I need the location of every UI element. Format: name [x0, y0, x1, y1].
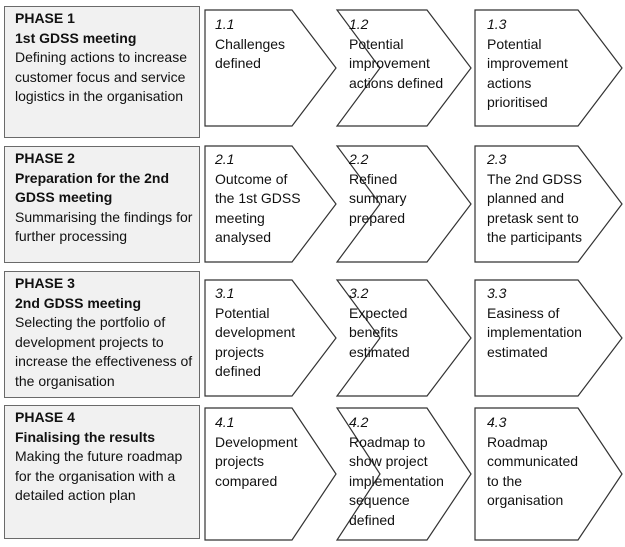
- step-label: Roadmap communicated to the organisation: [487, 433, 579, 509]
- phase-title: PHASE 2: [15, 150, 75, 166]
- step-number: 1.1: [215, 16, 235, 32]
- step-4-3: 4.3 Roadmap communicated to the organisa…: [487, 413, 582, 511]
- phase-subtitle: Preparation for the 2nd GDSS meeting: [15, 169, 170, 206]
- phase-description: Selecting the portfolio of development p…: [15, 314, 193, 389]
- phase-subtitle: 1st GDSS meeting: [15, 29, 137, 46]
- step-2-2: 2.2 Refined summary prepared: [349, 150, 431, 228]
- step-arrow-2-3: [474, 145, 623, 263]
- step-2-3: 2.3 The 2nd GDSS planned and pretask sen…: [487, 150, 589, 248]
- step-1-3: 1.3 Potential improvement actions priori…: [487, 15, 587, 113]
- step-arrow-1-3: [474, 9, 623, 127]
- step-arrow-2-1: [204, 145, 337, 263]
- phase-description: Defining actions to increase customer fo…: [15, 49, 187, 104]
- step-label: Easiness of implementation estimated: [487, 304, 582, 360]
- phase-title: PHASE 3: [15, 275, 75, 291]
- step-number: 4.3: [487, 414, 507, 430]
- step-3-3: 3.3 Easiness of implementation estimated: [487, 284, 592, 362]
- step-label: Outcome of the 1st GDSS meeting analysed: [215, 170, 301, 246]
- step-3-1: 3.1 Potential development projects defin…: [215, 284, 310, 382]
- phase-title: PHASE 1: [15, 10, 75, 26]
- step-1-1: 1.1 Challenges defined: [215, 15, 310, 74]
- step-number: 1.2: [349, 16, 369, 32]
- phase-subtitle: Finalising the results: [15, 428, 156, 445]
- phase-box-4: PHASE 4 Finalising the results Making th…: [4, 405, 200, 539]
- step-label: Roadmap to show project implementation s…: [349, 433, 444, 528]
- step-number: 3.2: [349, 285, 369, 301]
- phase-box-3: PHASE 3 2nd GDSS meeting Selecting the p…: [4, 271, 200, 398]
- step-number: 2.2: [349, 151, 369, 167]
- step-1-2: 1.2 Potential improvement actions define…: [349, 15, 449, 93]
- step-number: 1.3: [487, 16, 507, 32]
- step-number: 3.1: [215, 285, 235, 301]
- phase-description: Summarising the findings for further pro…: [15, 208, 193, 245]
- step-2-1: 2.1 Outcome of the 1st GDSS meeting anal…: [215, 150, 305, 248]
- step-label: Challenges defined: [215, 35, 286, 72]
- step-arrow-3-3: [474, 279, 623, 397]
- step-3-2: 3.2 Expected benefits estimated: [349, 284, 429, 362]
- step-number: 2.3: [487, 151, 507, 167]
- step-4-1: 4.1 Development projects compared: [215, 413, 310, 491]
- step-label: Potential improvement actions prioritise…: [487, 35, 568, 111]
- step-label: Expected benefits estimated: [349, 304, 410, 360]
- step-arrow-3-2: [335, 279, 472, 397]
- phase-box-1: PHASE 1 1st GDSS meeting Defining action…: [4, 6, 200, 138]
- step-arrow-2-2: [335, 145, 472, 263]
- step-number: 4.1: [215, 414, 235, 430]
- step-arrow-1-1: [204, 9, 337, 127]
- step-arrow-4-1: [204, 407, 337, 541]
- step-arrow-4-3: [474, 407, 623, 541]
- step-arrow-4-2: [335, 407, 472, 541]
- step-label: Potential improvement actions defined: [349, 35, 444, 91]
- phase-box-2: PHASE 2 Preparation for the 2nd GDSS mee…: [4, 146, 200, 263]
- step-arrow-1-2: [335, 9, 472, 127]
- step-label: Potential development projects defined: [215, 304, 296, 380]
- step-label: The 2nd GDSS planned and pretask sent to…: [487, 170, 582, 246]
- step-number: 4.2: [349, 414, 369, 430]
- step-label: Refined summary prepared: [349, 170, 407, 226]
- step-arrow-3-1: [204, 279, 337, 397]
- phase-subtitle: 2nd GDSS meeting: [15, 294, 142, 311]
- step-number: 2.1: [215, 151, 235, 167]
- phase-description: Making the future roadmap for the organi…: [15, 448, 183, 503]
- phase-title: PHASE 4: [15, 409, 75, 425]
- step-number: 3.3: [487, 285, 507, 301]
- step-label: Development projects compared: [215, 433, 298, 489]
- step-4-2: 4.2 Roadmap to show project implementati…: [349, 413, 454, 530]
